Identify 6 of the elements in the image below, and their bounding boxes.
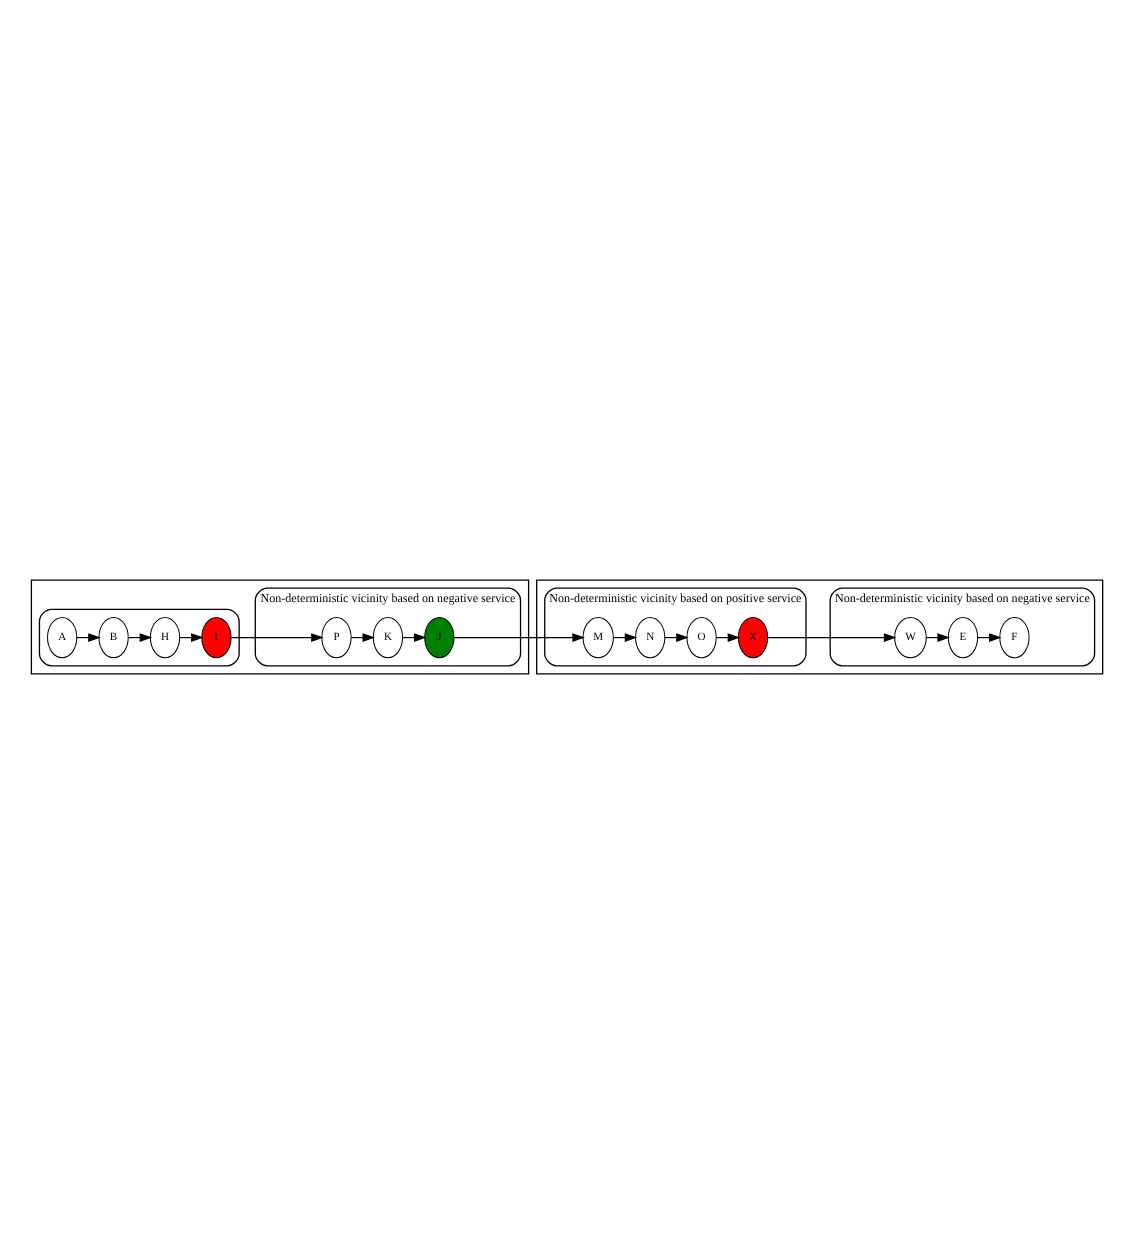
cluster (30, 578, 530, 674)
arrow (230, 632, 324, 641)
arrow (767, 632, 897, 641)
cluster (38, 607, 240, 666)
arrow (453, 632, 585, 641)
cluster (536, 578, 1104, 674)
